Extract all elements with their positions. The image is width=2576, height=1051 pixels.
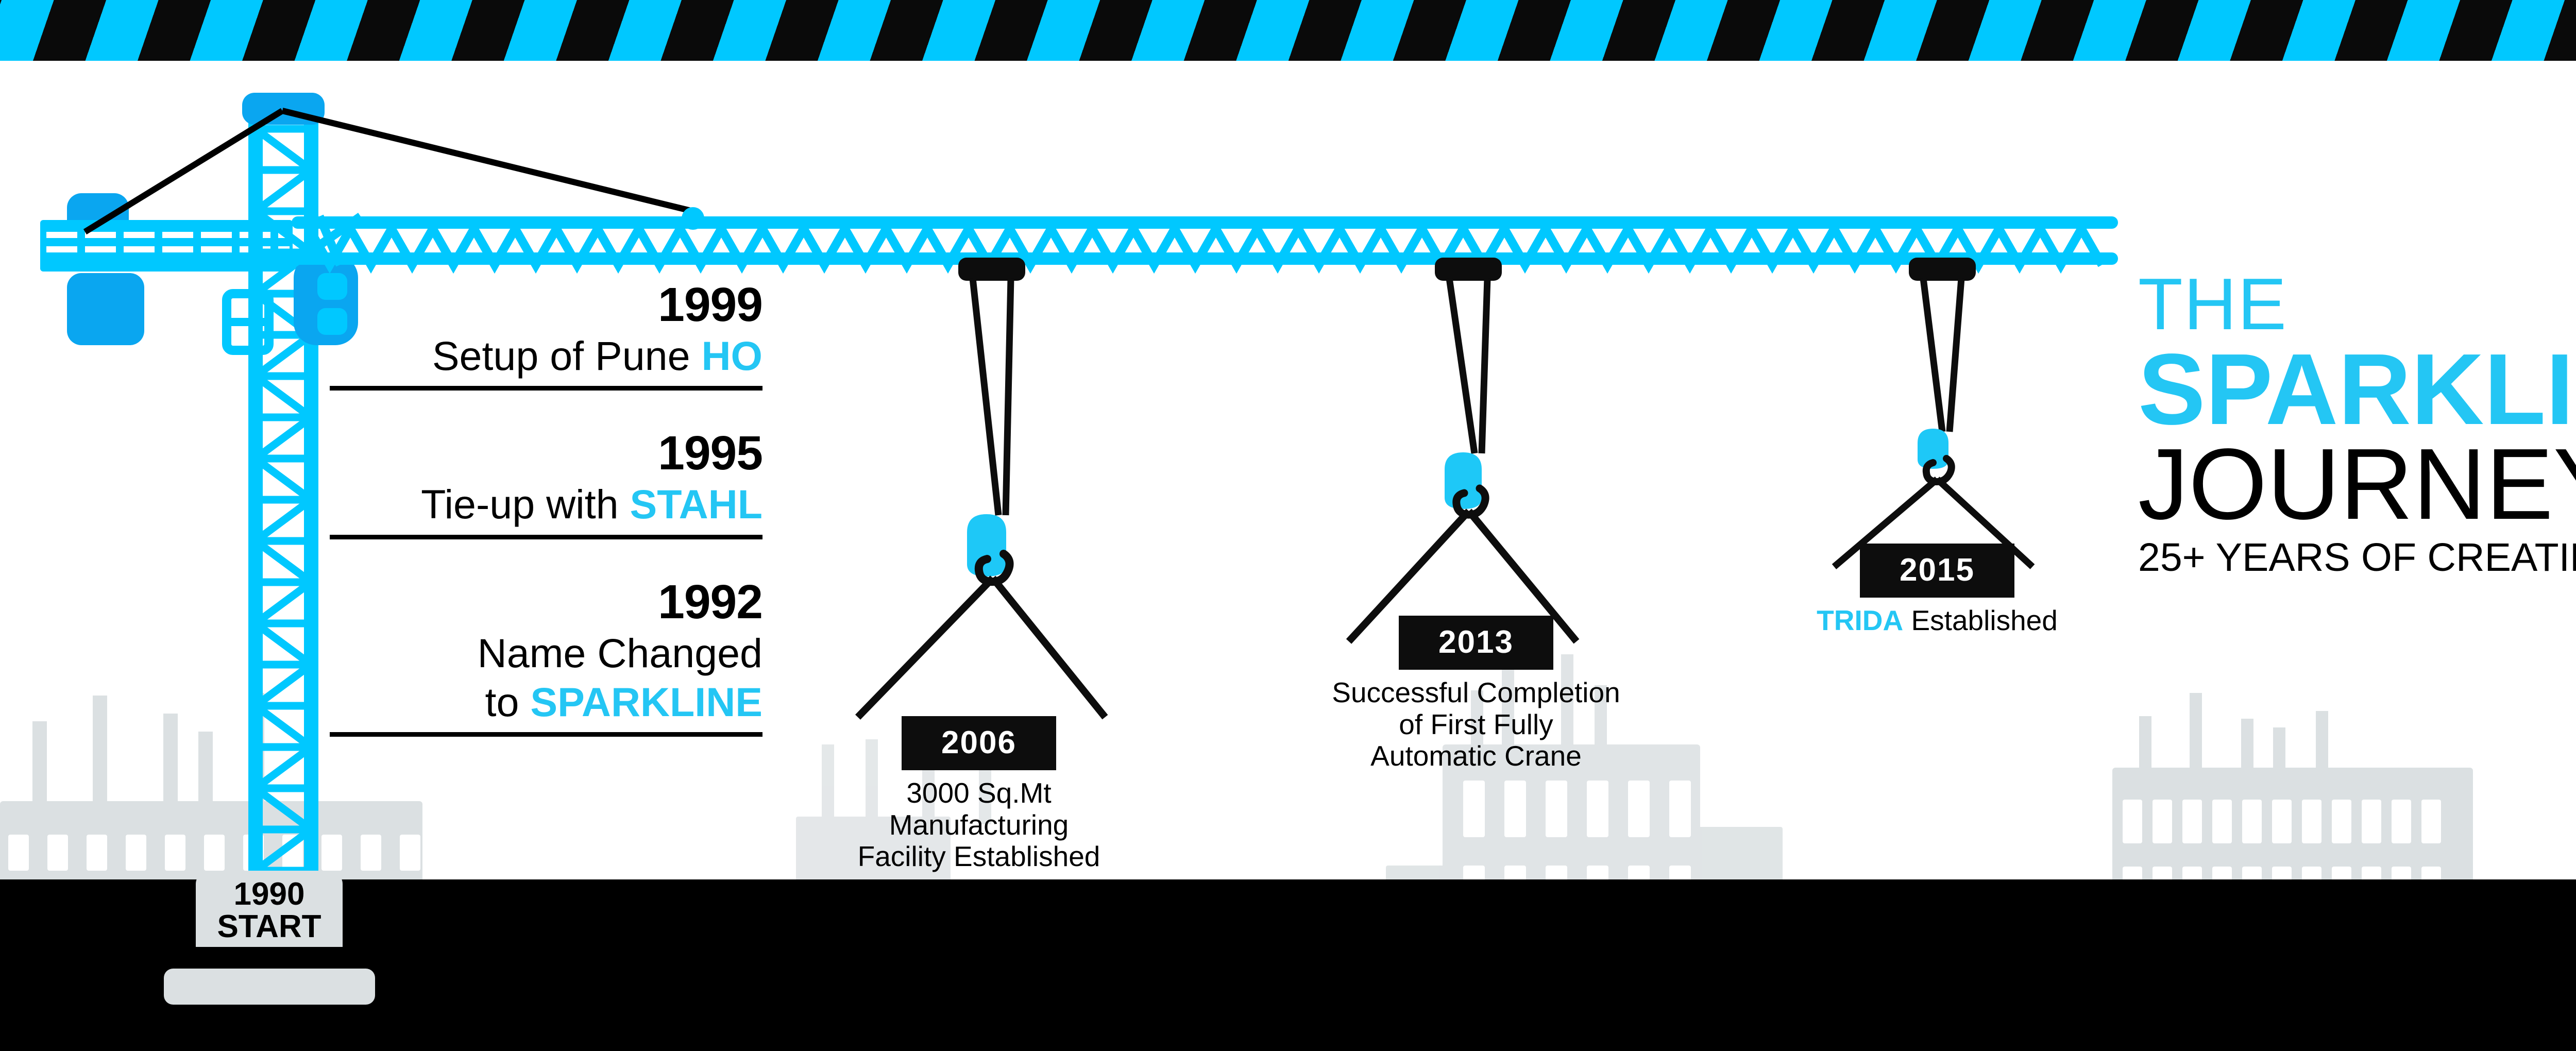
timeline-desc-1999: Setup of Pune HO bbox=[330, 334, 762, 378]
hoist-2006 bbox=[855, 258, 1108, 720]
title-subtitle: 25+ YEARS OF CREATING VALUE bbox=[2138, 535, 2576, 580]
timeline-desc-1995-highlight: STAHL bbox=[630, 481, 762, 528]
title-block: THE SPARKLINE JOURNEY 25+ YEARS OF CREAT… bbox=[2138, 268, 2576, 579]
timeline-rule-1992 bbox=[330, 732, 762, 737]
milestone-2015: 2015 TRIDA Established bbox=[1777, 544, 2097, 637]
title-line-journey: JOURNEY bbox=[2138, 427, 2576, 540]
hazard-stripe-band bbox=[0, 0, 2576, 61]
sign-caption-2013-line1: Successful Completion bbox=[1332, 676, 1620, 708]
timeline-rule-1999 bbox=[330, 386, 762, 391]
operator-cab bbox=[294, 255, 358, 345]
sign-caption-2015-highlight: TRIDA bbox=[1817, 604, 1904, 636]
timeline-gap-2 bbox=[330, 539, 762, 578]
timeline-year-1995: 1995 bbox=[658, 426, 763, 480]
sign-caption-2006-line2: Manufacturing bbox=[889, 808, 1069, 841]
start-marker-label: START bbox=[217, 909, 321, 945]
sign-plate-2006: 2006 bbox=[902, 716, 1056, 770]
timeline-desc-1992-plain: to bbox=[485, 679, 531, 725]
timeline-row-1995: 1995 Tie-up with STAHL bbox=[330, 426, 763, 539]
start-marker-stone: 1990 START bbox=[196, 871, 343, 947]
timeline-desc-1995-plain: Tie-up with bbox=[421, 481, 630, 528]
hoist-2013 bbox=[1346, 258, 1580, 644]
sign-caption-2006-line1: 3000 Sq.Mt bbox=[906, 777, 1052, 809]
timeline-desc-1992-highlight: SPARKLINE bbox=[530, 679, 762, 725]
crane-mast bbox=[242, 93, 325, 876]
sign-caption-2013-line3: Automatic Crane bbox=[1370, 740, 1582, 772]
timeline-desc-1999-highlight: HO bbox=[701, 333, 763, 379]
cab-frame-left bbox=[222, 289, 274, 355]
timeline-text-block: 1999 Setup of Pune HO 1995 Tie-up with S… bbox=[330, 278, 763, 737]
timeline-row-1999: 1999 Setup of Pune HO bbox=[330, 278, 763, 391]
timeline-desc-1992-line2: to SPARKLINE bbox=[330, 680, 762, 724]
timeline-desc-1995: Tie-up with STAHL bbox=[330, 482, 762, 526]
sign-caption-2015-plain: Established bbox=[1903, 604, 2058, 636]
timeline-desc-1992-line1: Name Changed bbox=[477, 630, 762, 676]
sign-caption-2006: 3000 Sq.Mt Manufacturing Facility Establ… bbox=[829, 777, 1128, 873]
start-marker-year: 1990 bbox=[233, 876, 305, 912]
milestone-2013: 2013 Successful Completion of First Full… bbox=[1298, 616, 1654, 772]
ground-band bbox=[0, 879, 2576, 1051]
title-line-sparkline: SPARKLINE bbox=[2138, 333, 2576, 446]
start-marker-base bbox=[164, 969, 375, 1005]
timeline-year-1992: 1992 bbox=[658, 574, 763, 629]
timeline-desc-1999-plain: Setup of Pune bbox=[432, 333, 702, 379]
start-marker: 1990 START bbox=[164, 871, 375, 1005]
hazard-stripe-pattern bbox=[0, 0, 2576, 61]
sign-caption-2013: Successful Completion of First Fully Aut… bbox=[1298, 676, 1654, 772]
sign-caption-2015-line: TRIDA Established bbox=[1777, 604, 2097, 637]
crane-jib bbox=[289, 207, 2118, 274]
hoist-2015 bbox=[1832, 258, 2035, 569]
sign-caption-2013-line2: of First Fully bbox=[1399, 708, 1553, 740]
sign-plate-2013: 2013 bbox=[1399, 616, 1553, 670]
timeline-gap-1 bbox=[330, 391, 762, 429]
title-line-the: THE bbox=[2138, 263, 2287, 345]
timeline-year-1999: 1999 bbox=[658, 278, 763, 331]
sign-plate-2015: 2015 bbox=[1860, 544, 2014, 598]
milestone-2006: 2006 3000 Sq.Mt Manufacturing Facility E… bbox=[829, 716, 1128, 873]
sign-caption-2015: TRIDA Established bbox=[1777, 604, 2097, 637]
sign-caption-2006-line3: Facility Established bbox=[857, 840, 1100, 873]
timeline-rule-1995 bbox=[330, 534, 762, 539]
timeline-row-1992: 1992 Name Changed to SPARKLINE bbox=[330, 574, 763, 737]
pendant-cables bbox=[83, 108, 694, 235]
